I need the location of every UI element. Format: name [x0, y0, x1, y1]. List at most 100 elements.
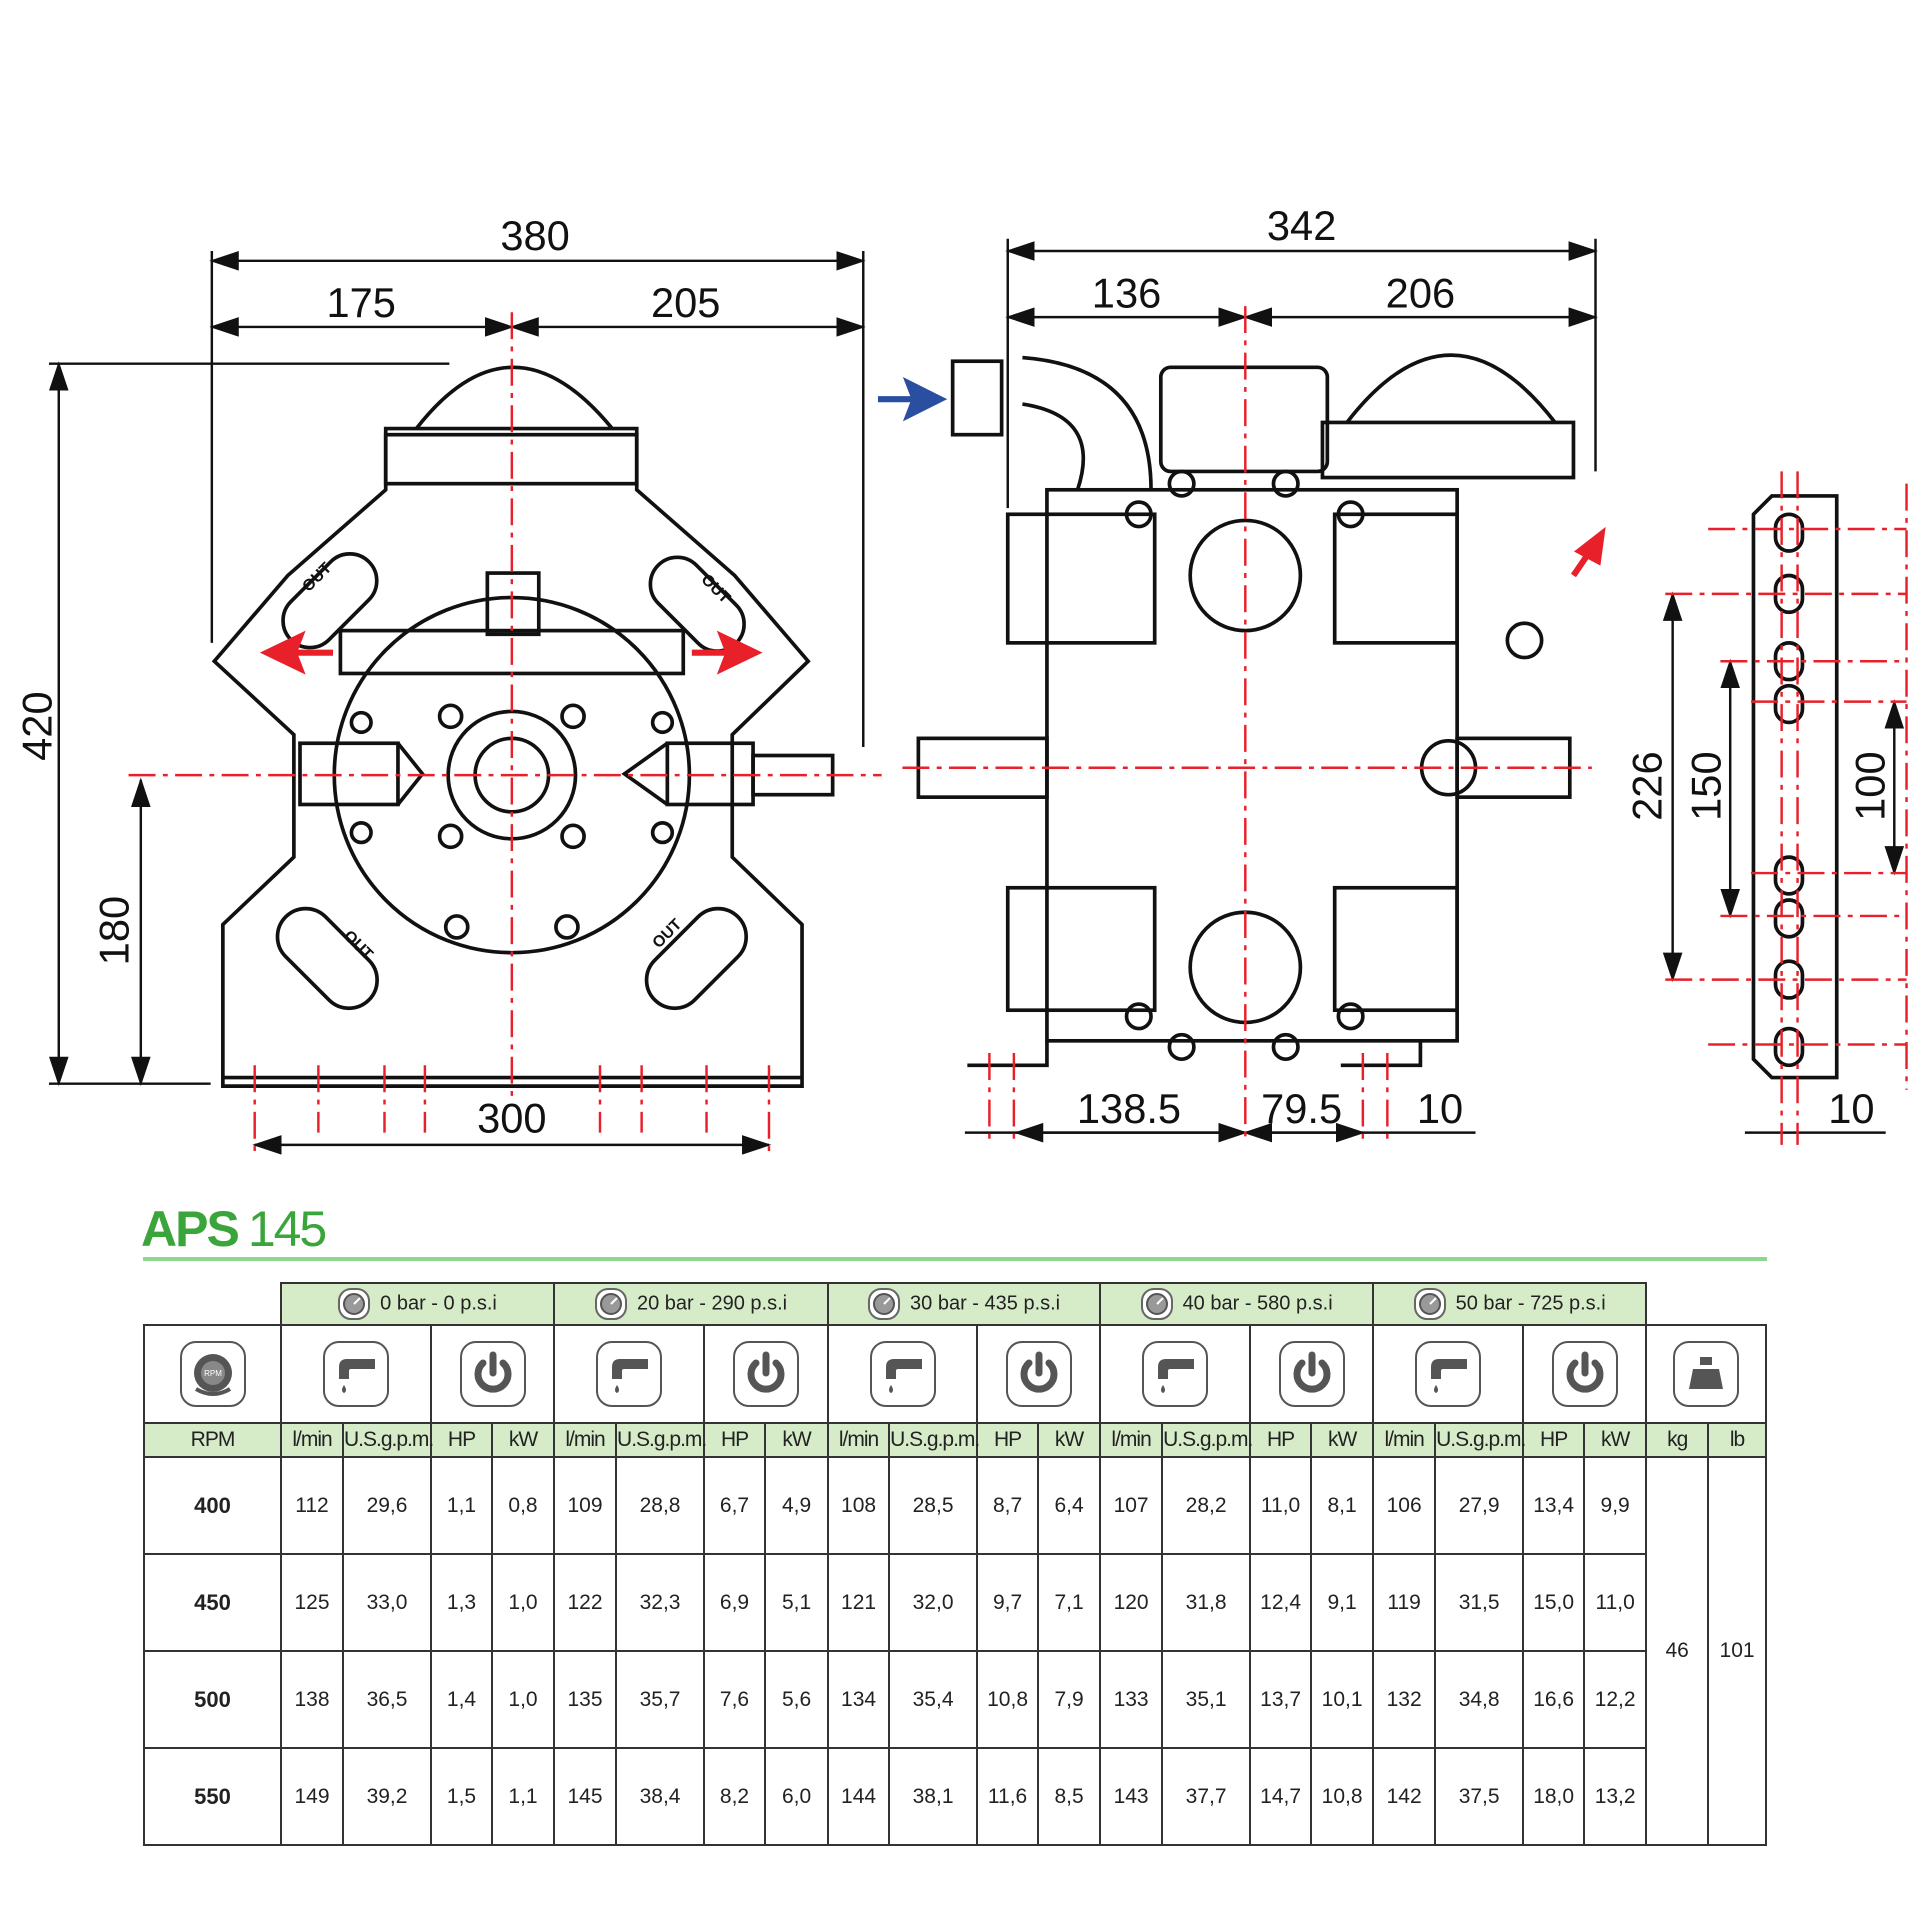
pressure-label: 50 bar - 725 p.s.i: [1455, 1292, 1606, 1315]
power-hp-cell: 10,8: [976, 1650, 1040, 1749]
power-hp-cell: 8,7: [976, 1456, 1040, 1555]
unit-header-kw: kW: [764, 1422, 830, 1458]
power-kw-cell: 12,2: [1583, 1650, 1648, 1749]
flow-usgpm-cell: 38,1: [888, 1747, 979, 1846]
flow-icon-cell: [1372, 1324, 1525, 1424]
pressure-group-header: 50 bar - 725 p.s.i: [1372, 1282, 1648, 1326]
unit-header-kw: kW: [1310, 1422, 1375, 1458]
flow-lmin-cell: 142: [1372, 1747, 1437, 1846]
dim-front-right: 205: [651, 279, 720, 326]
flow-lmin-cell: 108: [827, 1456, 891, 1555]
dim-bracket-middle: 150: [1682, 751, 1729, 820]
flow-usgpm-cell: 38,4: [615, 1747, 706, 1846]
unit-header-rpm: RPM: [143, 1422, 282, 1458]
power-icon: [1551, 1341, 1618, 1407]
flow-lmin-cell: 112: [280, 1456, 344, 1555]
dim-side-right: 206: [1386, 269, 1455, 316]
power-kw-cell: 1,0: [490, 1553, 556, 1652]
power-kw-cell: 5,6: [764, 1650, 830, 1749]
power-hp-cell: 12,4: [1249, 1553, 1313, 1652]
flow-usgpm-cell: 35,1: [1161, 1650, 1252, 1749]
inlet-arrow: [877, 376, 948, 422]
flow-usgpm-cell: 35,7: [615, 1650, 706, 1749]
title-divider: [143, 1257, 1767, 1261]
power-kw-cell: 1,0: [490, 1650, 556, 1749]
flow-lmin-cell: 120: [1099, 1553, 1164, 1652]
unit-header-flow_us: U.S.g.p.m.: [1161, 1422, 1253, 1458]
icon-row: RPM: [143, 1324, 1767, 1424]
rpm-cell: 450: [143, 1553, 282, 1652]
flow-lmin-cell: 106: [1372, 1456, 1437, 1555]
flow-lmin-cell: 143: [1099, 1747, 1164, 1846]
outlet-arrows: [259, 526, 1606, 675]
flow-usgpm-cell: 32,3: [615, 1553, 706, 1652]
unit-header-flow_us: U.S.g.p.m.: [342, 1422, 434, 1458]
dim-bracket-slot: 10: [1828, 1085, 1874, 1132]
weight-lb-cell: 101: [1707, 1456, 1767, 1846]
power-icon: [459, 1341, 526, 1407]
flow-usgpm-cell: 28,5: [888, 1456, 979, 1555]
power-kw-cell: 1,1: [490, 1747, 556, 1846]
pressure-group-header: 0 bar - 0 p.s.i: [279, 1282, 556, 1326]
unit-header-flow_l: l/min: [280, 1422, 344, 1458]
unit-header-hp: HP: [1522, 1422, 1586, 1458]
unit-header-flow_l: l/min: [827, 1422, 891, 1458]
flow-usgpm-cell: 31,5: [1434, 1553, 1525, 1652]
power-kw-cell: 5,1: [764, 1553, 830, 1652]
rpm-icon-cell: RPM: [143, 1324, 282, 1424]
unit-header-kw: kW: [490, 1422, 556, 1458]
power-kw-cell: 10,8: [1310, 1747, 1375, 1846]
pressure-gauge-icon: [338, 1288, 371, 1320]
dim-front-height: 420: [13, 691, 60, 760]
flow-usgpm-cell: 28,8: [615, 1456, 706, 1555]
flow-lmin-cell: 134: [827, 1650, 891, 1749]
flow-usgpm-cell: 27,9: [1434, 1456, 1525, 1555]
unit-header-flow_l: l/min: [1372, 1422, 1437, 1458]
pressure-group-header: 30 bar - 435 p.s.i: [827, 1282, 1102, 1326]
front-view-pump: [211, 365, 835, 1088]
power-hp-cell: 1,5: [430, 1747, 493, 1846]
power-icon-cell: [429, 1324, 556, 1424]
svg-text:RPM: RPM: [204, 1369, 222, 1378]
dim-side-width: 342: [1267, 202, 1336, 249]
power-kw-cell: 9,1: [1310, 1553, 1375, 1652]
unit-header-hp: HP: [1249, 1422, 1313, 1458]
power-hp-cell: 13,7: [1249, 1650, 1313, 1749]
power-icon-cell: [1249, 1324, 1375, 1424]
power-kw-cell: 4,9: [764, 1456, 830, 1555]
model-brand: APS: [141, 1201, 240, 1257]
flow-lmin-cell: 132: [1372, 1650, 1437, 1749]
flow-usgpm-cell: 33,0: [342, 1553, 432, 1652]
pressure-gauge-icon: [868, 1288, 901, 1320]
flow-usgpm-cell: 37,7: [1161, 1747, 1252, 1846]
unit-header-flow_l: l/min: [1099, 1422, 1164, 1458]
unit-header-kw: kW: [1037, 1422, 1102, 1458]
flow-usgpm-cell: 34,8: [1434, 1650, 1525, 1749]
power-kw-cell: 6,4: [1037, 1456, 1102, 1555]
unit-header-lb: lb: [1707, 1422, 1767, 1458]
unit-header-hp: HP: [430, 1422, 493, 1458]
power-hp-cell: 11,6: [976, 1747, 1040, 1846]
power-kw-cell: 13,2: [1583, 1747, 1648, 1846]
rpm-cell: 400: [143, 1456, 282, 1555]
power-kw-cell: 7,1: [1037, 1553, 1102, 1652]
pressure-group-header: 40 bar - 580 p.s.i: [1099, 1282, 1375, 1326]
power-kw-cell: 7,9: [1037, 1650, 1102, 1749]
pressure-gauge-icon: [595, 1288, 627, 1320]
flow-lmin-cell: 135: [553, 1650, 618, 1749]
power-hp-cell: 6,7: [703, 1456, 767, 1555]
unit-header-flow_us: U.S.g.p.m.: [888, 1422, 980, 1458]
rpm-cell: 550: [143, 1747, 282, 1846]
dim-bracket-outer: 226: [1624, 751, 1671, 820]
dim-side-base-right: 79.5: [1261, 1085, 1342, 1132]
flow-lmin-cell: 119: [1372, 1553, 1437, 1652]
dim-side-slot: 10: [1417, 1085, 1463, 1132]
flow-lmin-cell: 145: [553, 1747, 618, 1846]
